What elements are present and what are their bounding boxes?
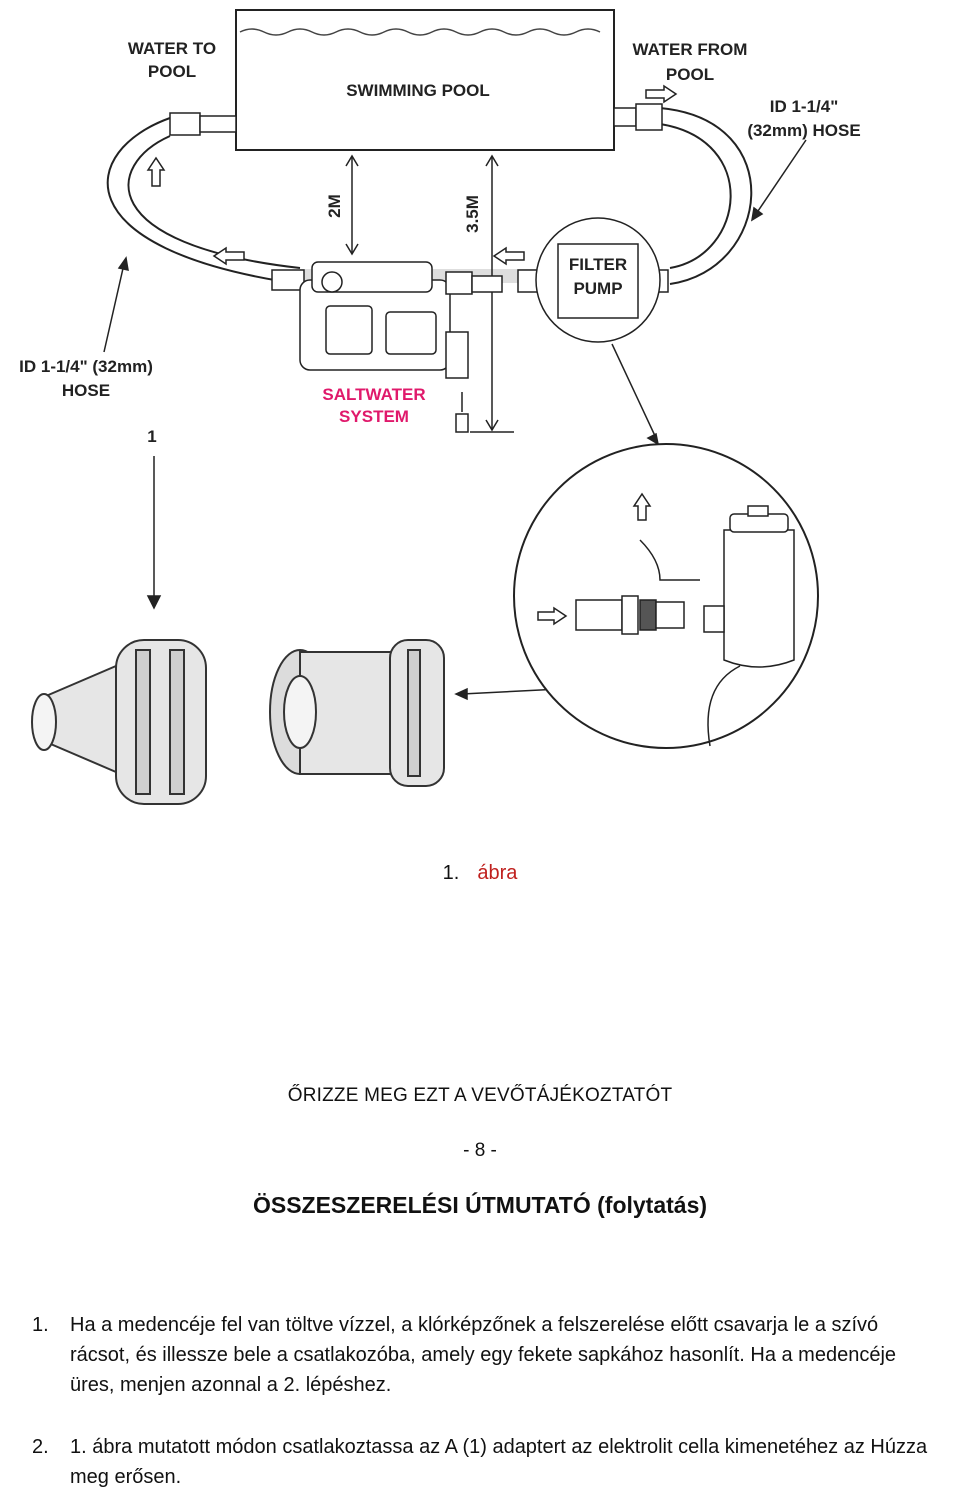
figure-word: ábra [477, 862, 518, 884]
flow-arrow-icon [492, 246, 525, 266]
adapter-part-right [269, 639, 445, 787]
filter-pump: FILTER PUMP [535, 217, 661, 343]
swimming-pool-label: SWIMMING POOL [346, 81, 490, 100]
hose-right-label-1: ID 1-1/4" [770, 97, 839, 116]
height-dimension-3-5m [470, 154, 514, 433]
step-text: 1. ábra mutatott módon csatlakoztassa az… [70, 1436, 928, 1488]
hose-right [659, 107, 753, 285]
flow-arrow-icon [146, 156, 166, 187]
figure-caption: 1. ábra [0, 862, 960, 885]
adapter-part-left [31, 639, 207, 805]
figure-number: 1. [442, 862, 460, 884]
callout-1-label: 1 [147, 427, 156, 446]
keep-manual-note: ŐRIZZE MEG EZT A VEVŐTÁJÉKOZTATÓT [287, 1085, 673, 1106]
water-from-pool-label-2: POOL [666, 65, 714, 84]
flow-arrow-icon [645, 84, 678, 104]
height-3-5m-label: 3.5M [463, 195, 482, 233]
filter-detail-circle [513, 443, 819, 749]
filter-pump-label-2: PUMP [573, 279, 622, 298]
hose-left-label-2: HOSE [62, 381, 110, 400]
page-number: - 8 - [463, 1140, 497, 1161]
water-from-pool-label-1: WATER FROM [633, 40, 748, 59]
height-dimension-2m [345, 154, 359, 256]
step-text: Ha a medencéje fel van töltve vízzel, a … [70, 1314, 897, 1396]
saltwater-system-unit [271, 261, 503, 433]
hose-left-label-1: ID 1-1/4" (32mm) [19, 357, 153, 376]
flow-arrow-icon [212, 246, 245, 266]
step-number: 2. [32, 1436, 49, 1458]
instruction-step-2: 2. 1. ábra mutatott módon csatlakoztassa… [32, 1432, 932, 1492]
height-2m-label: 2M [325, 194, 344, 218]
pool-fitting-left [169, 112, 237, 136]
swimming-pool: SWIMMING POOL [235, 9, 615, 151]
saltwater-system-label-1: SALTWATER [322, 385, 425, 404]
instruction-step-1: 1. Ha a medencéje fel van töltve vízzel,… [32, 1310, 932, 1400]
water-to-pool-label-2: POOL [148, 62, 196, 81]
hose-right-label-2: (32mm) HOSE [747, 121, 860, 140]
section-title: ÖSSZESZERELÉSI ÚTMUTATÓ (folytatás) [252, 1192, 708, 1218]
installation-diagram: SWIMMING POOL WATER TO POOL WATER FROM P… [19, 9, 861, 805]
water-to-pool-label-1: WATER TO [128, 39, 216, 58]
filter-pump-label-1: FILTER [569, 255, 627, 274]
pool-fitting-right [613, 103, 663, 131]
step-number: 1. [32, 1314, 49, 1336]
saltwater-system-label-2: SYSTEM [339, 407, 409, 426]
